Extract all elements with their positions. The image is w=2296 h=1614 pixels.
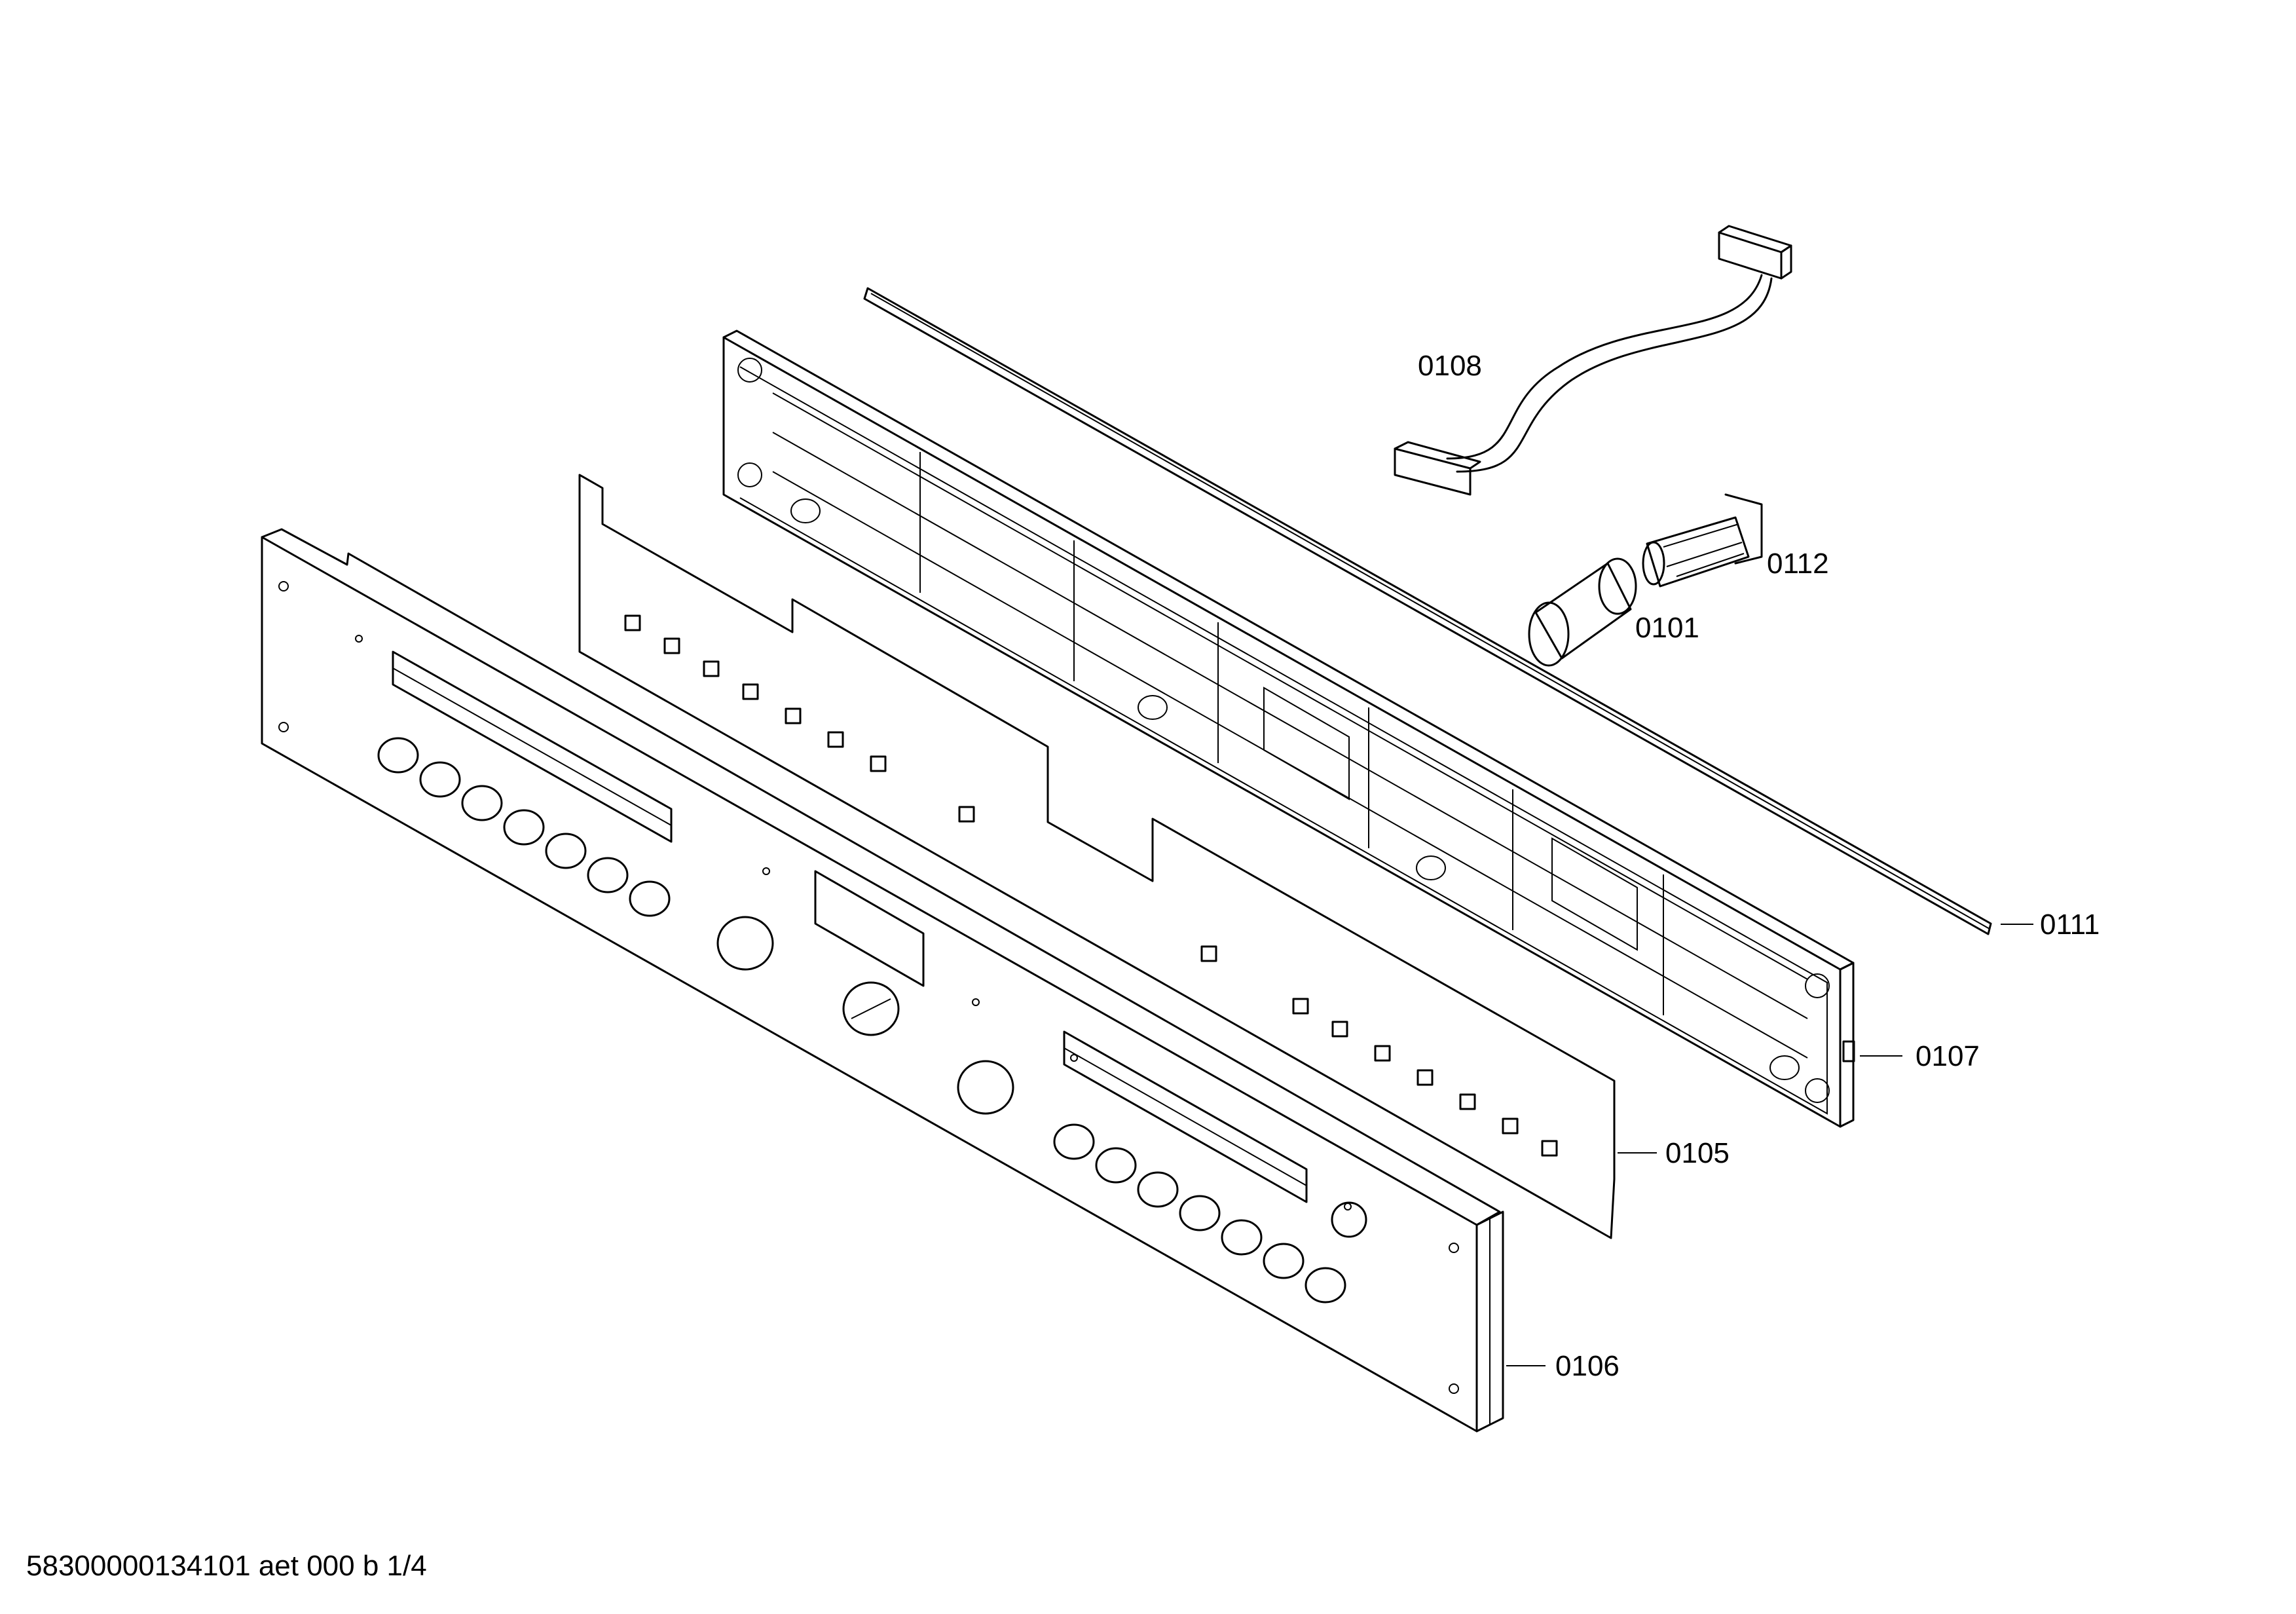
fascia-knob-right [957,1060,1014,1115]
callout-0108: 0108 [1418,350,1482,382]
fascia-button-row-left [377,737,671,917]
part-0108-ribbon-cable [1394,225,1792,496]
part-0107-rear-frame [722,329,1855,1128]
callout-0112: 0112 [1767,548,1829,580]
callout-0101: 0101 [1635,612,1699,644]
callout-0105: 0105 [1665,1137,1730,1169]
callout-0106: 0106 [1555,1350,1620,1382]
leader-lines [1506,924,2033,1366]
board-switch-row-left [624,614,975,823]
callout-0111: 0111 [2040,909,2100,941]
part-0101-knob-cap [1528,557,1637,667]
callout-0107: 0107 [1916,1040,1980,1072]
part-0105-circuit-board [578,474,1616,1239]
fascia-knob-left [716,916,774,971]
board-switch-row-right [1200,945,1558,1157]
part-0111-seal-strip [863,287,1992,935]
fascia-button-row-right [1053,1123,1346,1304]
part-0106-front-fascia [261,528,1504,1433]
part-0112-connector [1642,493,1763,588]
drawing-id-footer: 58300000134101 aet 000 b 1/4 [26,1550,427,1582]
